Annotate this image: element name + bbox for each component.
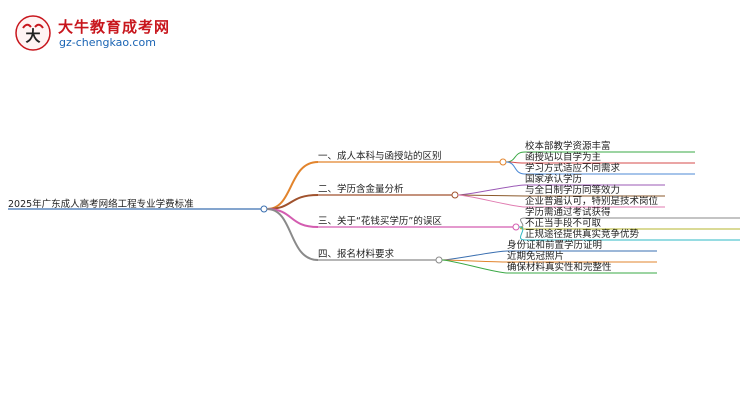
branch-3-label: 三、关于“花钱买学历”的误区 — [318, 216, 442, 227]
brand-logo[interactable]: 大 大牛教育成考网 gz-chengkao.com — [14, 14, 169, 54]
leaf-2-2-label: 与全日制学历同等效力 — [525, 185, 621, 196]
leaf-1-1-label: 校本部教学资源丰富 — [525, 141, 611, 152]
leaf-4-2-label: 近期免冠照片 — [507, 251, 565, 262]
leaf-3-3-label: 正规途径提供真实竞争优势 — [525, 229, 640, 240]
leaf-2-1-connector — [457, 184, 526, 196]
branch-1-node-dot — [499, 158, 507, 166]
svg-text:大: 大 — [25, 27, 40, 45]
leaf-3-3-connector — [518, 226, 526, 241]
leaf-1-2-label: 函授站以自学为主 — [525, 152, 602, 163]
branch-4-connector — [266, 208, 319, 261]
brand-title: 大牛教育成考网 — [58, 18, 171, 36]
leaf-4-3-connector — [441, 259, 508, 274]
leaf-4-1-label: 身份证和前置学历证明 — [507, 240, 603, 251]
branch-2-label: 二、学历含金量分析 — [318, 184, 404, 195]
branch-1-label: 一、成人本科与函授站的区别 — [318, 151, 442, 162]
mindmap-root-label: 2025年广东成人高考网络工程专业学费标准 — [8, 199, 194, 210]
bull-logo-icon: 大 — [15, 15, 51, 51]
brand-url: gz-chengkao.com — [59, 36, 156, 49]
root-node-dot — [260, 205, 268, 213]
leaf-1-3-connector — [505, 161, 526, 175]
leaf-1-3-label: 学习方式适应不同需求 — [525, 163, 621, 174]
leaf-1-1-connector — [505, 151, 526, 163]
leaf-4-3-label: 确保材料真实性和完整性 — [507, 262, 612, 273]
leaf-4-1-connector — [441, 250, 508, 261]
leaf-2-3-label: 企业普遍认可，特别是技术岗位 — [525, 196, 659, 207]
leaf-3-1-label: 学历需通过考试获得 — [525, 207, 611, 218]
branch-1-connector — [266, 161, 319, 210]
branch-4-label: 四、报名材料要求 — [318, 249, 395, 260]
leaf-2-3-connector — [457, 194, 526, 208]
branch-2-node-dot — [451, 191, 459, 199]
branch-4-node-dot — [435, 256, 443, 264]
leaf-3-2-label: 不正当手段不可取 — [525, 218, 602, 229]
branch-3-node-dot — [512, 223, 520, 231]
leaf-2-1-label: 国家承认学历 — [525, 174, 583, 185]
